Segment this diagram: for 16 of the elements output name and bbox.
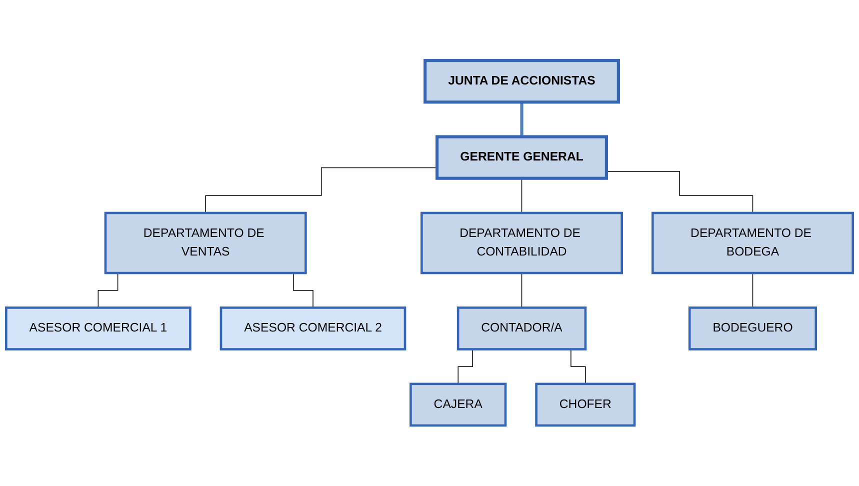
node-box [420, 212, 623, 274]
node-box [424, 58, 620, 104]
node-box [535, 382, 636, 427]
connector [606, 171, 754, 214]
node-box [410, 382, 507, 427]
node-box [220, 306, 406, 350]
connector [752, 272, 754, 308]
node-box [436, 135, 608, 180]
connector [521, 178, 522, 214]
connector [521, 272, 522, 308]
node-box [5, 306, 192, 350]
node-box [104, 212, 307, 274]
node-box [456, 306, 587, 350]
node-box [652, 212, 854, 274]
node-box [688, 306, 818, 350]
connector [205, 167, 438, 214]
